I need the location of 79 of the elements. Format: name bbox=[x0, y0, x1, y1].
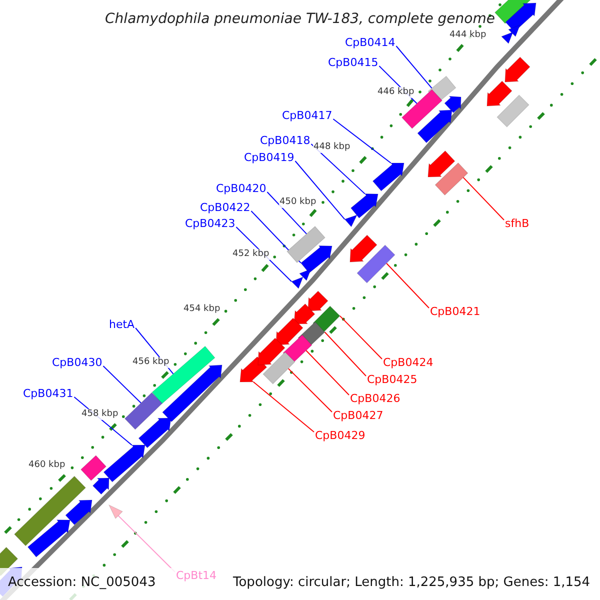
leader-line bbox=[396, 46, 432, 89]
gene-block bbox=[428, 150, 456, 178]
gene-block bbox=[444, 96, 462, 114]
gene-label: CpB0429 bbox=[315, 430, 366, 441]
gene-marker bbox=[108, 504, 124, 520]
leader-line bbox=[386, 262, 430, 308]
gene-block bbox=[350, 194, 378, 218]
gene-label: CpB0421 bbox=[430, 306, 480, 317]
gene-block bbox=[308, 290, 328, 312]
gene-block bbox=[504, 56, 530, 82]
gene-bar bbox=[14, 476, 86, 546]
gene-label: CpB0423 bbox=[185, 218, 236, 229]
leader-line bbox=[288, 368, 332, 412]
tick-label: 454 kbp bbox=[182, 304, 222, 314]
gene-bar bbox=[262, 352, 296, 384]
gene-block bbox=[294, 303, 316, 324]
gene-label: CpB0418 bbox=[260, 135, 310, 146]
tick-label: 458 kbp bbox=[80, 408, 120, 420]
tick-label: 452 kbp bbox=[232, 248, 270, 260]
gene-label: hetA bbox=[109, 319, 135, 330]
leader-line bbox=[102, 366, 142, 404]
gene-label: CpB0427 bbox=[333, 410, 384, 421]
tick-label: 444 kbp bbox=[448, 30, 488, 40]
gene-block bbox=[162, 364, 222, 422]
gene-bar bbox=[496, 94, 530, 128]
gene-block bbox=[486, 80, 512, 106]
gene-block bbox=[138, 418, 172, 448]
tick-label: 448 kbp bbox=[312, 142, 352, 152]
gene-label: CpB0417 bbox=[282, 110, 332, 121]
gene-bar bbox=[286, 226, 326, 264]
gene-label: sfhB bbox=[505, 218, 530, 229]
gene-bar bbox=[356, 244, 396, 284]
gene-label: CpB0431 bbox=[23, 388, 74, 399]
tick-label: 456 kbp bbox=[132, 356, 170, 368]
gene-block bbox=[350, 234, 378, 262]
gene-bar bbox=[152, 346, 216, 404]
accession-text: Accession: NC_005043 bbox=[8, 576, 156, 588]
gene-block bbox=[276, 318, 304, 346]
leader-line bbox=[252, 381, 314, 432]
gene-label: CpB0420 bbox=[216, 183, 266, 194]
gene-block bbox=[103, 444, 146, 482]
gene-block bbox=[240, 356, 268, 382]
gene-marker bbox=[298, 268, 312, 282]
gene-marker bbox=[344, 214, 358, 228]
gene-label: CpB0426 bbox=[350, 393, 400, 404]
gene-bar bbox=[124, 392, 163, 430]
leader-line bbox=[306, 350, 350, 396]
leader-line bbox=[332, 118, 392, 164]
gene-block bbox=[27, 520, 70, 558]
leader-line bbox=[339, 315, 382, 360]
gene-label: CpB0422 bbox=[200, 202, 250, 213]
gene-bar bbox=[80, 455, 107, 481]
gene-label: CpB0419 bbox=[244, 152, 294, 163]
gene-label: CpB0425 bbox=[367, 374, 418, 385]
leader-line bbox=[462, 176, 504, 220]
gene-label: CpBt14 bbox=[176, 570, 217, 581]
genome-summary: Topology: circular; Length: 1,225,935 bp; Genes: 1,154 bbox=[233, 576, 590, 588]
gene-block bbox=[92, 478, 110, 495]
gene-label: CpB0424 bbox=[383, 357, 434, 368]
leader-line bbox=[324, 332, 366, 376]
gene-marker bbox=[290, 276, 304, 290]
leader-line bbox=[310, 144, 366, 194]
gene-block bbox=[372, 162, 404, 192]
gene-block bbox=[417, 110, 452, 144]
gene-block bbox=[65, 500, 92, 526]
leader-line bbox=[294, 160, 346, 220]
gene-label: CpB0430 bbox=[52, 357, 102, 368]
leader-line bbox=[266, 192, 308, 234]
gene-marker bbox=[500, 31, 514, 44]
tick-label: 450 kbp bbox=[278, 196, 318, 208]
gene-bar bbox=[434, 162, 468, 196]
gene-label: CpB0415 bbox=[328, 57, 378, 68]
title: Chlamydophila pneumoniae TW-183, complete genome bbox=[104, 12, 496, 26]
tick-label: 460 kbp bbox=[28, 460, 66, 470]
gene-block bbox=[258, 338, 286, 366]
gene-bar bbox=[282, 334, 312, 364]
gene-label: CpB0414 bbox=[345, 37, 396, 48]
tick-label: 446 kbp bbox=[376, 86, 416, 98]
gene-block bbox=[300, 245, 332, 274]
